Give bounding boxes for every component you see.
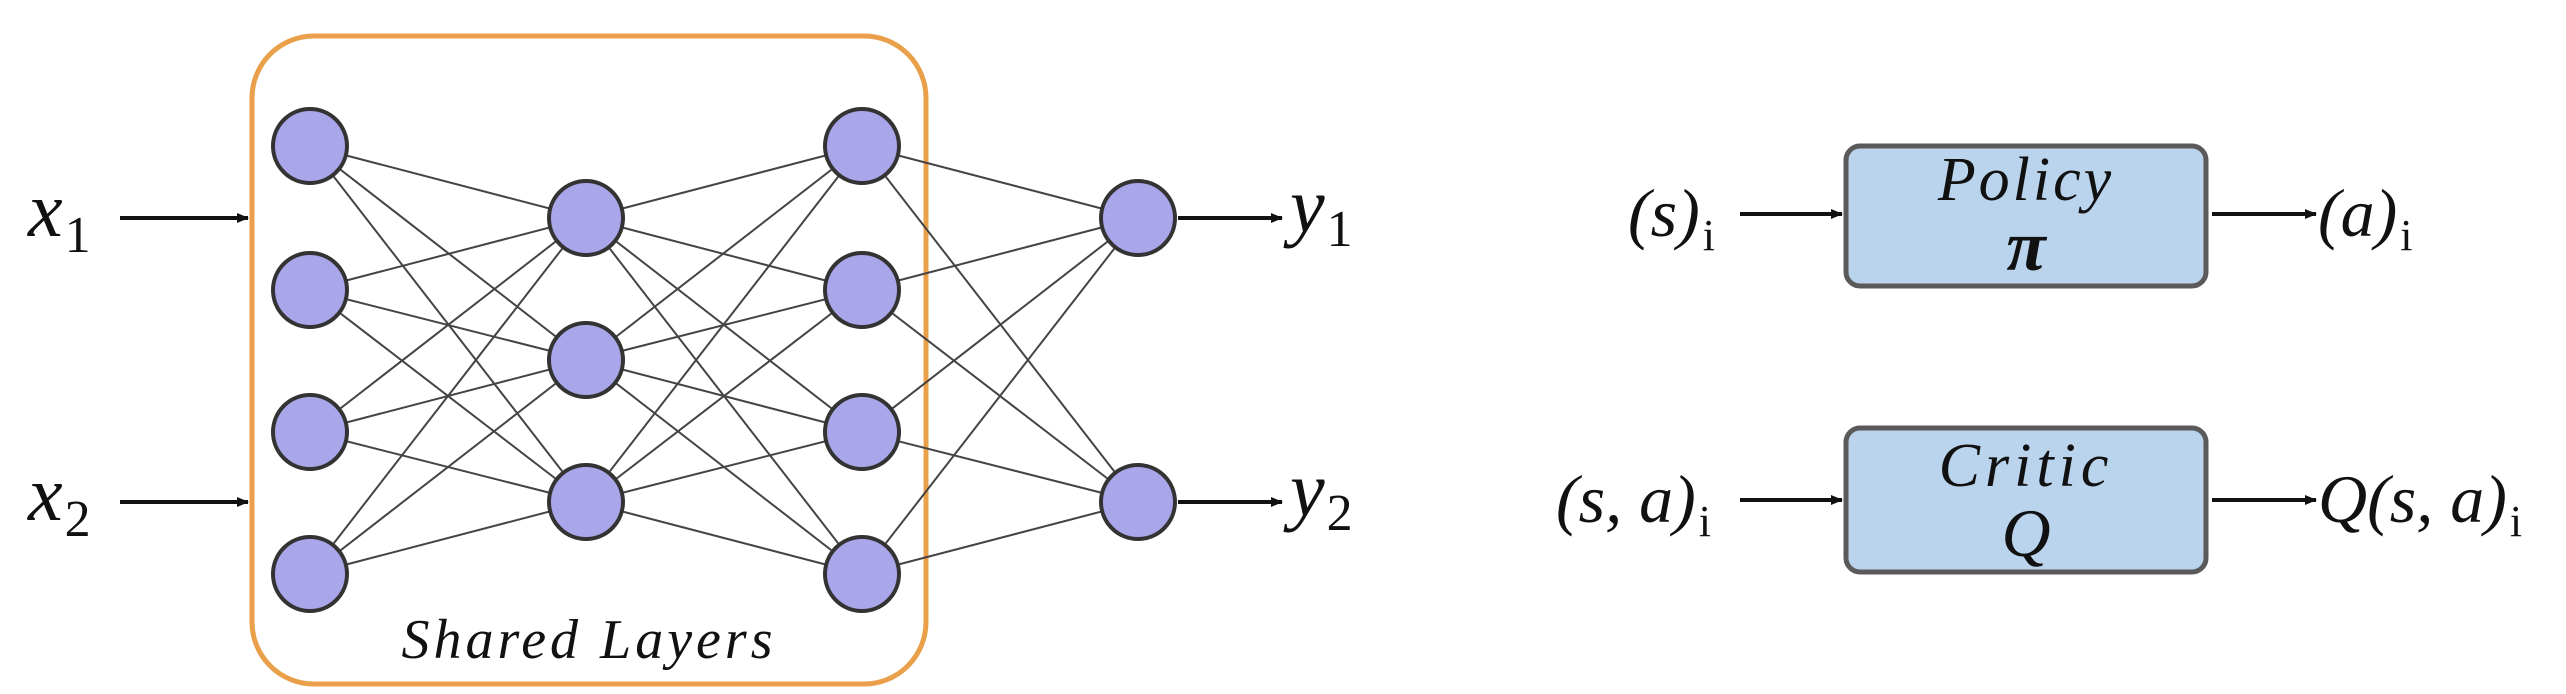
- critic-output-label: Q(s, a)i: [2318, 461, 2522, 546]
- edge-l1n2-l2n3: [585, 501, 863, 575]
- network-nodes: [271, 107, 1177, 613]
- edge-l1n1-l2n0: [585, 145, 863, 361]
- node-layer3-1: [1099, 463, 1177, 541]
- node-layer1-0: [547, 179, 625, 257]
- edge-l0n1-l1n0: [309, 217, 587, 291]
- critic-symbol: Q: [2001, 495, 2050, 571]
- edge-l1n2-l2n2: [585, 431, 863, 503]
- edge-l0n3-l1n2: [309, 501, 587, 575]
- node-layer1-1: [547, 321, 625, 399]
- edge-l2n2-l3n0: [861, 217, 1139, 433]
- node-layer3-0: [1099, 179, 1177, 257]
- node-layer2-2: [823, 393, 901, 471]
- node-layer0-3: [271, 535, 349, 613]
- node-layer0-1: [271, 251, 349, 329]
- network-edges: [309, 145, 1139, 575]
- edge-l1n2-l2n0: [585, 145, 863, 503]
- critic-input-label: (s, a)i: [1556, 461, 1711, 546]
- edge-l0n3-l1n1: [309, 359, 587, 575]
- edge-l1n2-l2n1: [585, 289, 863, 503]
- policy-title: Policy: [1937, 146, 2114, 214]
- edge-l0n3-l1n0: [309, 217, 587, 575]
- edge-l2n2-l3n1: [861, 431, 1139, 503]
- policy-box: [1843, 143, 2209, 289]
- shared-layers-frame: [249, 33, 929, 687]
- policy-symbol: π: [2006, 206, 2047, 286]
- output-label-y2: y2: [1283, 446, 1353, 542]
- policy-output-label: (a)i: [2318, 175, 2413, 260]
- node-layer0-0: [271, 107, 349, 185]
- critic-box: [1843, 425, 2209, 575]
- output-label-y1: y1: [1283, 162, 1353, 258]
- edge-l2n3-l3n0: [861, 217, 1139, 575]
- node-layer2-0: [823, 107, 901, 185]
- node-layer0-2: [271, 393, 349, 471]
- edge-l2n1-l3n0: [861, 217, 1139, 291]
- edge-l2n3-l3n1: [861, 501, 1139, 575]
- edge-l0n0-l1n0: [309, 145, 587, 219]
- policy-input-label: (s)i: [1628, 175, 1715, 260]
- node-layer2-1: [823, 251, 901, 329]
- node-layer1-2: [547, 463, 625, 541]
- shared-layers-label: Shared Layers: [401, 609, 776, 671]
- edge-l0n2-l1n0: [309, 217, 587, 433]
- input-label-x1: x1: [27, 166, 91, 264]
- critic-title: Critic: [1939, 432, 2114, 500]
- edge-l1n0-l2n0: [585, 145, 863, 219]
- edge-l2n0-l3n0: [861, 145, 1139, 219]
- input-label-x2: x2: [27, 450, 91, 548]
- node-layer2-3: [823, 535, 901, 613]
